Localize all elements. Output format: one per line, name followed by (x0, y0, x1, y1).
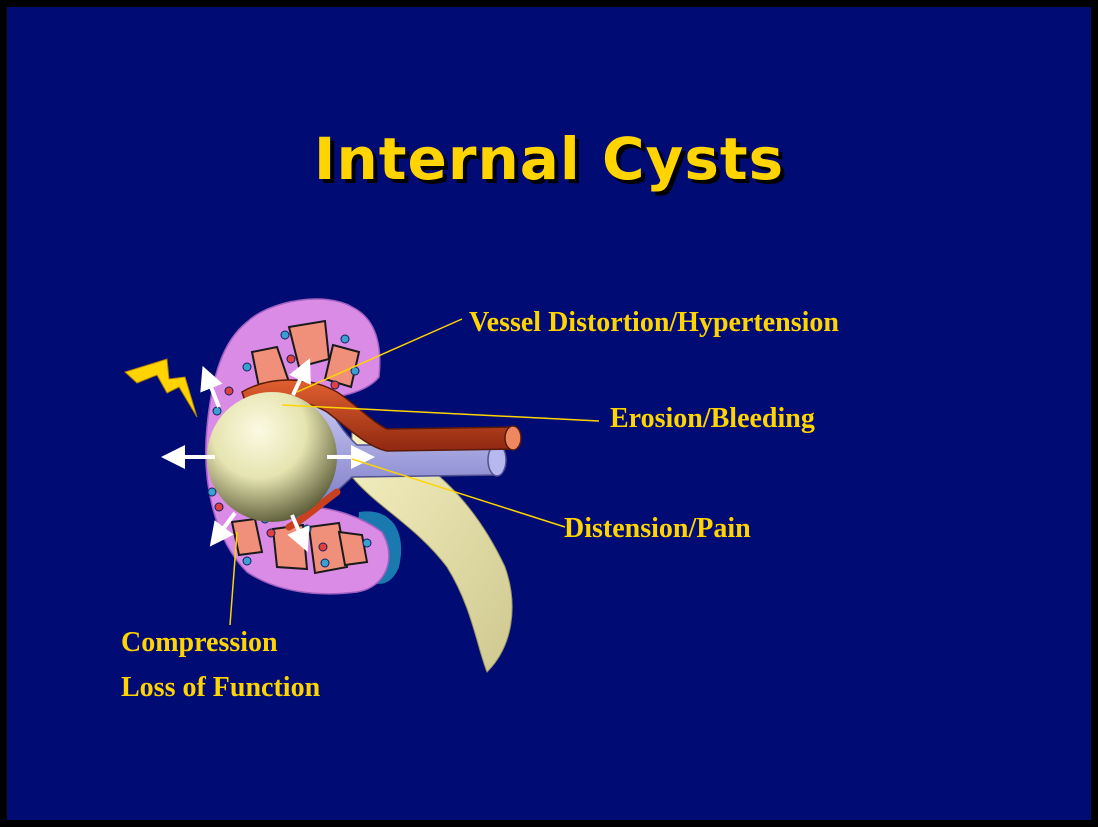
label-loss-of-function: Loss of Function (121, 668, 320, 708)
lightning-bolt-icon (125, 359, 197, 417)
pyramid (273, 525, 307, 569)
pyramid (339, 532, 367, 565)
slide: Internal Cysts (7, 7, 1091, 820)
label-erosion-bleeding: Erosion/Bleeding (610, 399, 815, 439)
label-distension-pain: Distension/Pain (564, 509, 751, 549)
label-compression: Compression (121, 623, 278, 663)
artery-end (505, 426, 521, 450)
label-vessel-distortion: Vessel Distortion/Hypertension (469, 303, 839, 343)
cyst (207, 392, 337, 522)
